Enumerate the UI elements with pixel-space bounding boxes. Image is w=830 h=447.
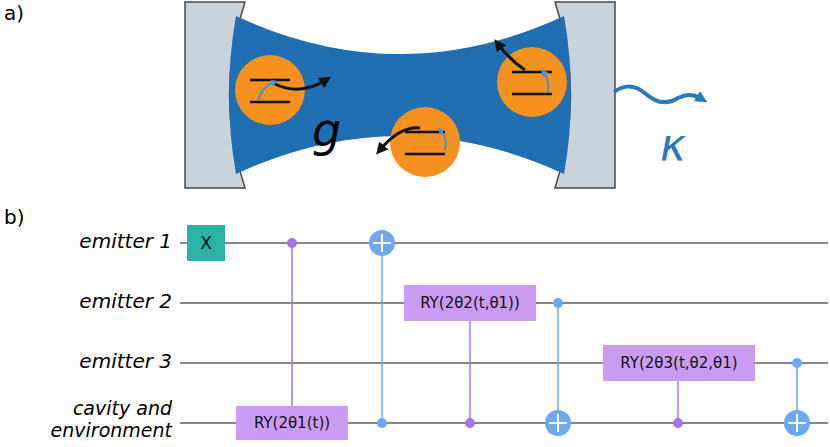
cnot-gate (545, 298, 571, 436)
panel-letter: a) (4, 2, 44, 25)
gate-label: RY(2θ3(t,θ2,θ1) (620, 354, 737, 372)
emitter-atom (380, 107, 460, 177)
wire-label: emitter 1 (8, 230, 172, 253)
cnot-gate (369, 230, 395, 428)
pauli-x-gate: X (187, 225, 225, 261)
gate-label: RY(2θ1(t)) (254, 414, 330, 432)
emitter-atom (497, 44, 567, 117)
photon-wave (614, 86, 700, 102)
decay-symbol: κ (660, 120, 720, 171)
coupling-symbol: g (312, 104, 362, 157)
rotation-gate: RY(2θ3(t,θ2,θ1) (603, 345, 755, 381)
control-dot (287, 238, 683, 428)
panel-letter: b) (4, 206, 44, 229)
cnot-gate (784, 358, 810, 436)
control-line (292, 243, 678, 423)
wire-label: cavity and environment (8, 398, 172, 442)
rotation-gate: RY(2θ2(t,θ1)) (404, 285, 536, 321)
wire-label: emitter 2 (8, 290, 172, 313)
gate-label: X (200, 233, 212, 253)
gate-label: RY(2θ2(t,θ1)) (420, 294, 520, 312)
qubit-wire (180, 243, 828, 423)
rotation-gate: RY(2θ1(t)) (236, 406, 348, 440)
wire-label: emitter 3 (8, 350, 172, 373)
